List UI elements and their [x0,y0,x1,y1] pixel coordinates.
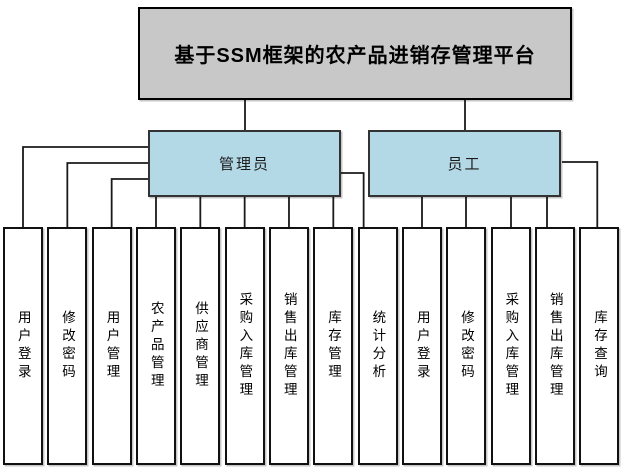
leaf-node-purchase-inbound-management: 采购入库管理 [490,227,531,465]
leaf-node-user-management: 用户管理 [91,227,132,465]
leaf-node-sales-outbound-management: 销售出库管理 [535,227,575,465]
leaf-label: 修改密码 [459,310,475,382]
leaf-label: 采购入库管理 [237,292,253,400]
leaf-node-change-password: 修改密码 [47,227,88,465]
leaf-label: 库存管理 [326,310,342,382]
leaf-label: 销售出库管理 [547,292,563,400]
leaf-node-statistics-analysis: 统计分析 [357,227,398,465]
branch-node-staff: 员工 [368,130,561,197]
leaf-label: 供应商管理 [193,301,209,391]
leaf-label: 农产品管理 [148,301,164,391]
leaf-node-user-login: 用户登录 [3,227,43,465]
leaf-label: 用户登录 [414,310,430,382]
branch-node-admin: 管理员 [148,130,341,197]
leaf-node-user-login: 用户登录 [402,227,442,465]
leaf-label: 用户登录 [15,310,31,382]
leaf-label: 库存查询 [592,310,608,382]
leaf-label: 统计分析 [370,310,386,382]
leaf-node-purchase-inbound-management: 采购入库管理 [224,227,265,465]
leaf-node-sales-outbound-management: 销售出库管理 [269,227,309,465]
leaf-label: 修改密码 [60,310,76,382]
leaf-node-agri-product-management: 农产品管理 [136,227,176,465]
leaf-label: 采购入库管理 [503,292,519,400]
leaf-node-inventory-management: 库存管理 [313,227,354,465]
leaf-node-inventory-query: 库存查询 [579,227,620,465]
leaf-label: 销售出库管理 [281,292,297,400]
leaf-node-change-password: 修改密码 [446,227,487,465]
leaf-label: 用户管理 [104,310,120,382]
root-node-platform-title: 基于SSM框架的农产品进销存管理平台 [138,7,572,100]
leaf-node-supplier-management: 供应商管理 [180,227,221,465]
